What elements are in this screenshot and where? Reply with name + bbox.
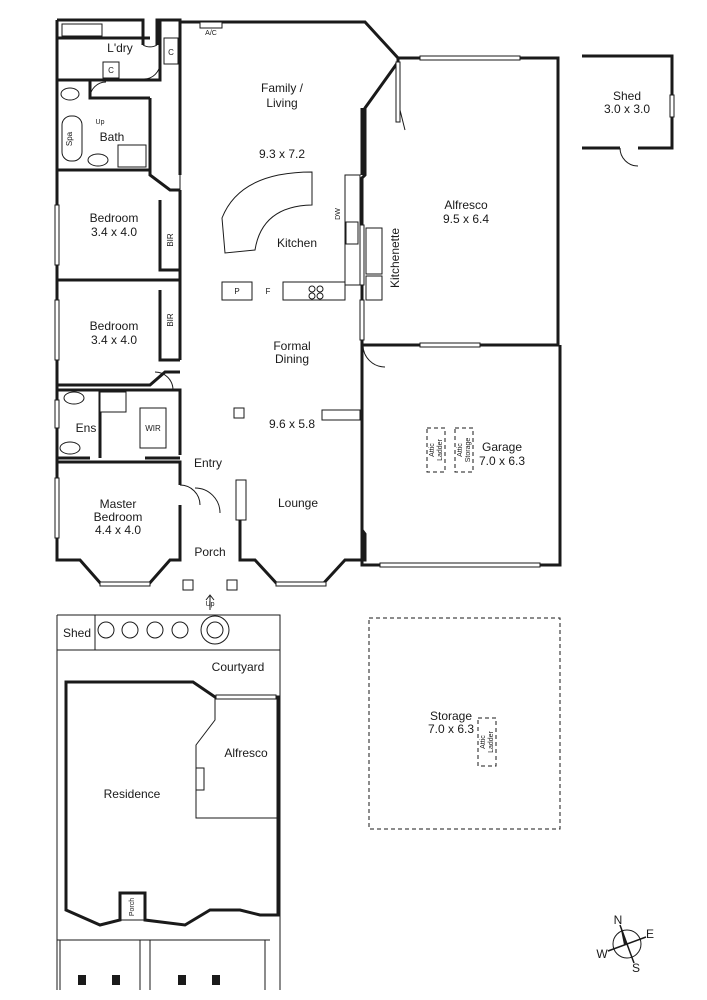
- alfresco-label: Alfresco: [444, 198, 488, 212]
- ensuite-label: Ens: [76, 421, 97, 435]
- formal-dining-label-2: Dining: [275, 352, 309, 366]
- wir-label: WIR: [145, 424, 161, 433]
- bir-label-2: BIR: [166, 313, 175, 327]
- fixtures: [59, 21, 383, 591]
- master-bedroom-dims: 4.4 x 4.0: [95, 523, 141, 537]
- formal-dining-dims: 9.6 x 5.8: [269, 417, 315, 431]
- storage-ladder-label: Ladder: [488, 730, 495, 752]
- fridge-label: F: [266, 287, 271, 296]
- attic-ladder-label-2: Ladder: [437, 438, 444, 460]
- bir-label-1: BIR: [166, 233, 175, 247]
- site-porch-label: Porch: [129, 898, 136, 916]
- spa-label: Spa: [65, 131, 74, 146]
- garage-label: Garage: [482, 440, 522, 454]
- lounge-label: Lounge: [278, 496, 318, 510]
- doors: [89, 44, 406, 514]
- room-labels: L'dry C C A/C Up Bath Spa Family / Livin…: [65, 30, 650, 608]
- entry-label: Entry: [194, 456, 222, 470]
- bedroom-2-label: Bedroom: [90, 319, 139, 333]
- windows: [54, 55, 541, 587]
- compass-n: N: [614, 913, 623, 927]
- up-label-bath: Up: [96, 119, 105, 126]
- main-house-walls: [55, 18, 562, 587]
- compass-icon: N E S W: [596, 913, 654, 975]
- site-alfresco-label: Alfresco: [224, 746, 268, 760]
- site-plan: Shed Courtyard Alfresco Residence Porch …: [56, 614, 561, 990]
- garage-dims: 7.0 x 6.3: [479, 454, 525, 468]
- storage-label: Storage: [430, 709, 472, 723]
- storage-dims: 7.0 x 6.3: [428, 722, 474, 736]
- ac-label: A/C: [205, 30, 217, 37]
- storage-attic-label: Attic: [480, 735, 487, 749]
- formal-dining-label: Formal: [273, 339, 310, 353]
- bedroom-1-label: Bedroom: [90, 211, 139, 225]
- alfresco-dims: 9.5 x 6.4: [443, 212, 489, 226]
- family-living-label-2: Living: [266, 96, 297, 110]
- shed-dims: 3.0 x 3.0: [604, 102, 650, 116]
- courtyard-label: Courtyard: [212, 660, 265, 674]
- site-shed-label: Shed: [63, 626, 91, 640]
- compass-e: E: [646, 927, 654, 941]
- attic-storage-label: Attic: [457, 443, 464, 457]
- bath-label: Bath: [100, 130, 125, 144]
- dishwasher-label: DW: [335, 208, 342, 220]
- shed-label: Shed: [613, 89, 641, 103]
- shed-outbuilding: [582, 54, 675, 167]
- tree-icons: [97, 615, 230, 645]
- pantry-label: P: [234, 287, 239, 296]
- compass-s: S: [632, 961, 640, 975]
- kitchenette-label: Kitchenette: [388, 228, 402, 288]
- master-bedroom-label: Master: [100, 497, 137, 511]
- attic-storage-label-2: Storage: [465, 438, 472, 463]
- cupboard-label-2: C: [168, 48, 174, 57]
- kitchen-label: Kitchen: [277, 236, 317, 250]
- master-bedroom-label-2: Bedroom: [94, 510, 143, 524]
- family-living-dims: 9.3 x 7.2: [259, 147, 305, 161]
- bedroom-1-dims: 3.4 x 4.0: [91, 225, 137, 239]
- attic-ladder-label: Attic: [429, 443, 436, 457]
- up-arrow-icon: [205, 594, 215, 610]
- attic-hatches: [426, 427, 474, 473]
- compass-w: W: [596, 947, 608, 961]
- bedroom-2-dims: 3.4 x 4.0: [91, 333, 137, 347]
- residence-label: Residence: [104, 787, 161, 801]
- cupboard-label-1: C: [108, 66, 114, 75]
- family-living-label: Family /: [261, 81, 304, 95]
- porch-label: Porch: [194, 545, 225, 559]
- laundry-label: L'dry: [107, 41, 133, 55]
